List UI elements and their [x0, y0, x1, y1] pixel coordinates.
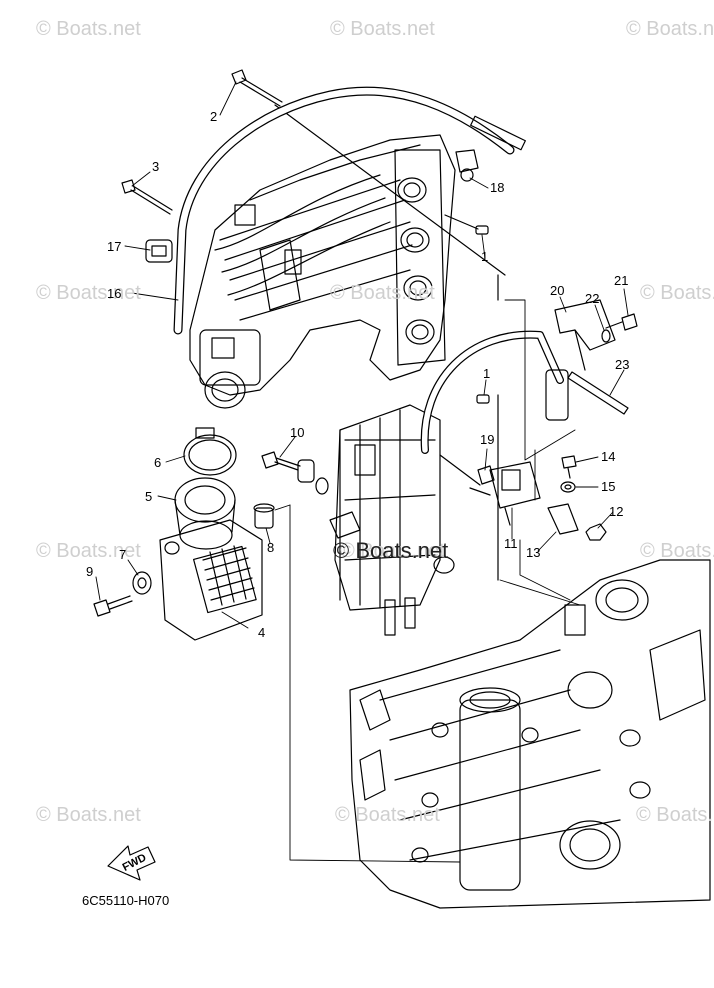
clip-18 — [455, 149, 479, 182]
callout-22: 22 — [585, 291, 600, 306]
callout-9: 9 — [86, 564, 94, 579]
vapor-separator — [329, 404, 455, 636]
watermark: © Boats.net — [640, 282, 714, 304]
callout-15: 15 — [601, 479, 616, 494]
diagram-code: 6C55110-H070 — [82, 893, 170, 908]
intake-manifold — [189, 104, 506, 581]
grommet-7 — [132, 571, 152, 595]
callout-5: 5 — [145, 489, 153, 504]
callout-1-lower: 1 — [483, 366, 491, 381]
callout-1-upper: 1 — [481, 249, 489, 264]
pin-1-upper — [444, 214, 489, 235]
hose-clamp-6 — [183, 427, 237, 476]
valve-11 — [469, 461, 541, 526]
watermark: © Boats.net — [636, 804, 714, 826]
watermark: © Boats.net — [335, 804, 440, 826]
watermark: © Boats.net — [36, 804, 141, 826]
watermark: © Boats.net — [36, 18, 141, 40]
center-watermark: © Boats.net — [333, 538, 449, 563]
callout-17: 17 — [107, 239, 122, 254]
watermark: © Boats.net — [330, 282, 435, 304]
callout-20: 20 — [550, 283, 565, 298]
clamp-19 — [477, 465, 495, 485]
reference-lines — [274, 299, 581, 863]
bolt-3 — [121, 179, 173, 215]
screw-14 — [561, 455, 577, 479]
bracket-13 — [547, 503, 579, 535]
callout-12: 12 — [609, 504, 624, 519]
intake-duct-5 — [174, 477, 236, 550]
nut-12 — [585, 523, 607, 541]
fuel-hose — [420, 330, 569, 486]
manifold-ports — [394, 149, 446, 366]
watermark: © Boats.net — [626, 18, 714, 40]
washer-22 — [601, 329, 611, 343]
throttle-body — [199, 204, 302, 409]
hose-16 — [173, 86, 526, 335]
callout-11: 11 — [504, 536, 518, 551]
fwd-arrow-icon — [107, 845, 156, 881]
callout-18: 18 — [490, 180, 505, 195]
callout-16: 16 — [107, 286, 122, 301]
callout-10: 10 — [290, 425, 305, 440]
tie-23 — [567, 371, 629, 415]
bolt-21 — [605, 313, 638, 331]
washer-15 — [560, 481, 576, 493]
watermark: © Boats.net — [640, 540, 714, 562]
pin-1-lower — [476, 394, 490, 404]
callout-19: 19 — [480, 432, 495, 447]
callout-3: 3 — [152, 159, 160, 174]
callout-13: 13 — [526, 545, 541, 560]
watermark: © Boats.net — [36, 540, 141, 562]
watermark: © Boats.net — [36, 282, 141, 304]
callout-7: 7 — [119, 547, 127, 562]
callout-8: 8 — [267, 540, 275, 555]
callout-2: 2 — [210, 109, 218, 124]
bolt-2 — [231, 69, 283, 107]
engine-block — [349, 559, 711, 909]
watermark: © Boats.net — [330, 18, 435, 40]
collar-8 — [253, 503, 275, 529]
callout-21: 21 — [614, 273, 629, 288]
watermark: © Boats.net — [340, 540, 445, 562]
callout-23: 23 — [615, 357, 630, 372]
callout-4: 4 — [258, 625, 266, 640]
bolt-10 — [261, 451, 329, 495]
leader-lines — [95, 81, 629, 629]
callout-14: 14 — [601, 449, 616, 464]
silencer-4 — [159, 519, 263, 641]
bracket-20 — [554, 299, 616, 371]
callout-6: 6 — [154, 455, 162, 470]
clip-17 — [145, 239, 173, 263]
bolt-9 — [93, 595, 133, 617]
